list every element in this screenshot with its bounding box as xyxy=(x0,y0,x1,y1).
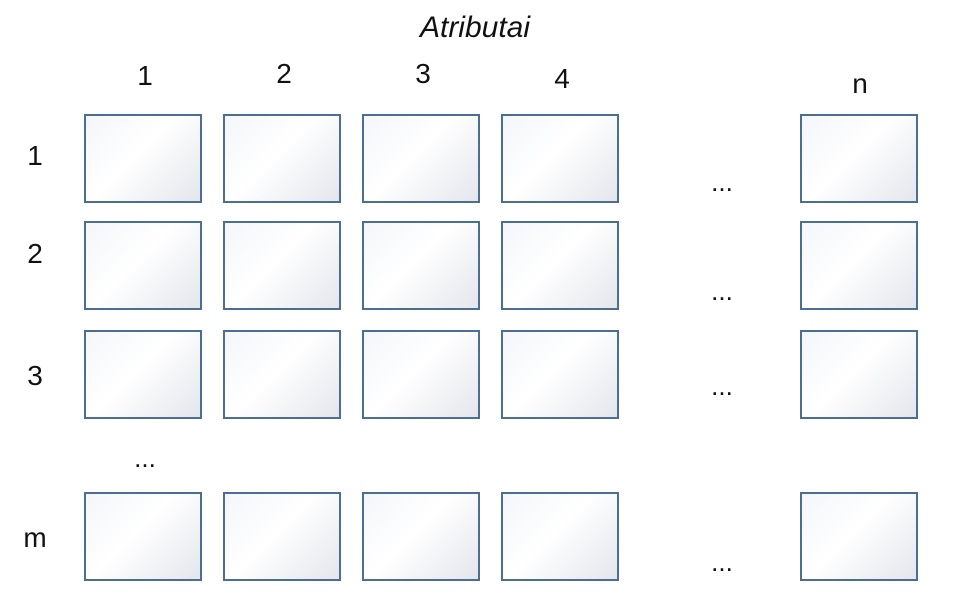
grid-cell xyxy=(223,330,341,419)
column-ellipsis: ... xyxy=(711,547,733,577)
grid-cell xyxy=(501,330,619,419)
row-label-m: m xyxy=(23,522,47,553)
row-ellipsis: ... xyxy=(134,443,156,473)
grid-cell xyxy=(84,221,202,310)
column-label-2: 2 xyxy=(276,58,292,89)
column-ellipsis: ... xyxy=(711,371,733,401)
grid-cell xyxy=(501,492,619,581)
grid-cell xyxy=(84,114,202,203)
grid-cell xyxy=(800,492,918,581)
grid-cell xyxy=(501,114,619,203)
column-label-n: n xyxy=(852,68,868,99)
column-ellipsis: ... xyxy=(711,167,733,197)
row-label-1: 1 xyxy=(27,140,43,171)
grid-cell xyxy=(800,330,918,419)
grid-cell xyxy=(362,114,480,203)
row-label-3: 3 xyxy=(27,360,43,391)
column-ellipsis: ... xyxy=(711,276,733,306)
grid-cell xyxy=(800,221,918,310)
grid-cell xyxy=(84,492,202,581)
grid-cell xyxy=(800,114,918,203)
grid-cell xyxy=(84,330,202,419)
grid-cell xyxy=(362,492,480,581)
grid-cell xyxy=(362,221,480,310)
grid-cell xyxy=(501,221,619,310)
column-label-1: 1 xyxy=(137,60,153,91)
row-label-2: 2 xyxy=(27,238,43,269)
diagram-title: Atributai xyxy=(419,11,531,44)
column-label-4: 4 xyxy=(554,63,570,94)
column-label-3: 3 xyxy=(415,58,431,89)
grid-cell xyxy=(223,114,341,203)
grid-cell xyxy=(223,492,341,581)
grid-cell xyxy=(223,221,341,310)
grid-cell xyxy=(362,330,480,419)
